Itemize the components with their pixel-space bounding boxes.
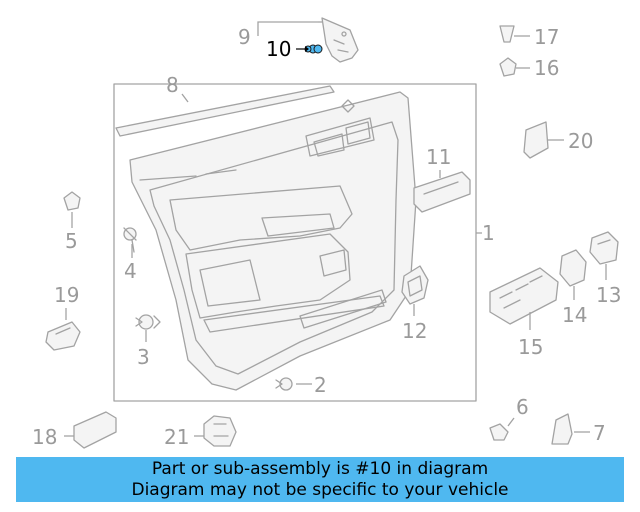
part-12-switch <box>401 265 429 305</box>
part-14-switch <box>559 249 587 287</box>
callout-2: 2 <box>314 373 327 397</box>
part-1-group-frame <box>113 83 477 402</box>
part-13-switch <box>589 231 619 265</box>
callout-19: 19 <box>54 283 79 307</box>
callout-6: 6 <box>516 395 529 419</box>
callout-5: 5 <box>65 229 78 253</box>
door-trim-panel <box>129 91 417 391</box>
callout-13: 13 <box>596 283 621 307</box>
callout-21: 21 <box>164 425 189 449</box>
callout-3: 3 <box>137 345 150 369</box>
banner-line-1: Part or sub-assembly is #10 in diagram <box>151 458 489 479</box>
part-11-bezel <box>413 171 471 213</box>
part-21-clip <box>203 415 237 447</box>
part-5-clip <box>63 191 81 211</box>
callout-7: 7 <box>593 421 606 445</box>
callout-16: 16 <box>534 56 559 80</box>
callout-10: 10 <box>266 37 291 61</box>
leader-8 <box>181 93 189 103</box>
callout-12: 12 <box>402 319 427 343</box>
part-19-lamp <box>45 321 81 351</box>
info-banner: Part or sub-assembly is #10 in diagram D… <box>16 457 624 502</box>
part-16-clip <box>499 57 517 77</box>
part-3-fastener <box>135 314 161 330</box>
banner-line-2: Diagram may not be specific to your vehi… <box>131 479 509 500</box>
callout-11: 11 <box>426 145 451 169</box>
callout-17: 17 <box>534 25 559 49</box>
leader-6 <box>507 417 515 427</box>
callout-4: 4 <box>124 259 137 283</box>
callout-9: 9 <box>238 25 251 49</box>
callout-1: 1 <box>482 221 495 245</box>
callout-18: 18 <box>32 425 57 449</box>
callout-8: 8 <box>166 73 179 97</box>
part-4-fastener <box>123 227 137 253</box>
part-8-weatherstrip <box>115 85 335 137</box>
part-6-screw <box>489 423 509 441</box>
callout-14: 14 <box>562 303 587 327</box>
callout-20: 20 <box>568 129 593 153</box>
part-7-bracket <box>551 413 573 445</box>
leader-10-arrow <box>305 46 309 52</box>
part-18-cover <box>73 411 117 449</box>
leader-9 <box>257 21 318 36</box>
part-2-screw <box>275 377 293 391</box>
part-15-window-switch <box>489 267 559 325</box>
part-17-clip <box>499 25 515 43</box>
part-20-panel <box>523 121 549 159</box>
part-9-mirror-bracket <box>321 17 359 63</box>
callout-15: 15 <box>518 335 543 359</box>
